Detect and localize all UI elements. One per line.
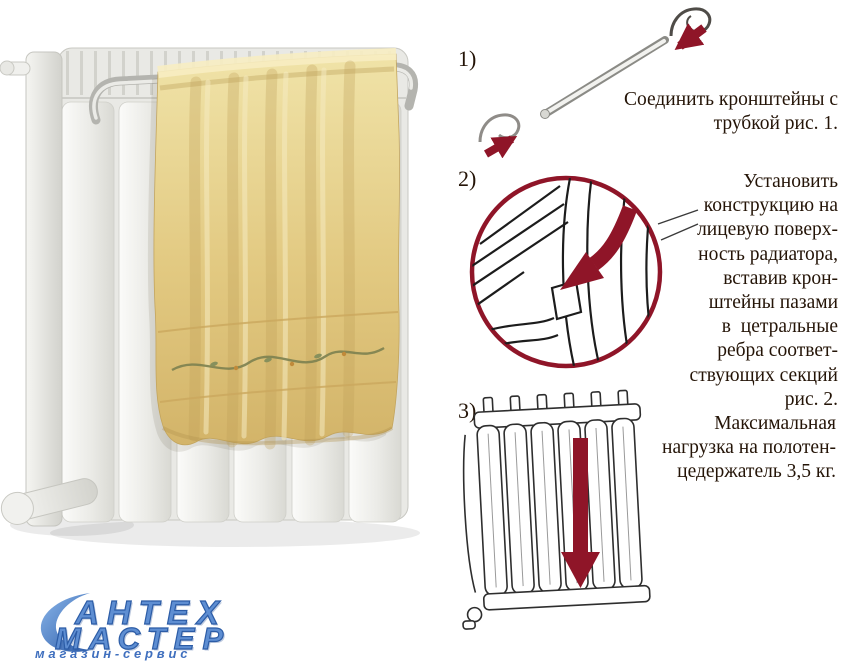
bottom-pipe: [0, 478, 98, 525]
towel-cloth: [153, 53, 400, 446]
step-1-text: Соединить кронштейны с трубкой рис. 1.: [624, 88, 838, 136]
instruction-line: в цетральные: [721, 316, 838, 338]
instruction-line: штейны пазами: [708, 292, 838, 314]
valve: [466, 606, 483, 623]
bracket-bottom-icon: [478, 113, 521, 143]
towel-hem-shade: [162, 426, 394, 446]
towel-folds: [188, 60, 356, 450]
figure-3-radiator-load-direction: [462, 389, 651, 630]
step-2-text: Установить конструкцию на лицевую поверх…: [690, 170, 838, 412]
instruction-line: вставив крон-: [723, 267, 838, 289]
logo-tagline: магазин-сервис: [35, 646, 192, 661]
instruction-line: конструкцию на: [703, 195, 838, 217]
figure-1-tube-with-brackets: [478, 7, 712, 159]
instruction-line: Максимальная: [714, 413, 836, 434]
radiator-with-towel-photo: [0, 47, 420, 547]
insert-arrow-icon: [589, 205, 638, 271]
tube: [540, 36, 669, 119]
towel-fold-highlights: [203, 67, 327, 441]
step-1-number: 1): [458, 46, 477, 71]
step-3-number: 3): [458, 398, 477, 423]
logo-s-swoosh-icon: [40, 593, 91, 652]
instruction-line: ствующих секций: [689, 364, 838, 386]
instruction-line: ребра соответ-: [717, 340, 838, 362]
vine-pattern: [171, 346, 385, 372]
step-3-text: Максимальная нагрузка на полотен- цедерж…: [662, 412, 836, 485]
arrow-top-icon: [674, 23, 707, 51]
santeh-master-logo: АНТЕХ МАСТЕР магазин-сервис: [22, 588, 272, 661]
floor-shadow: [50, 519, 420, 547]
instruction-line: ность радиатора,: [698, 243, 838, 265]
instruction-line: нагрузка на полотен-: [662, 437, 836, 459]
instruction-line: лицевую поверх-: [697, 219, 838, 241]
radiator-section: [61, 101, 115, 523]
radiator-line-drawing: [462, 389, 651, 630]
radiator-end-cap: [25, 51, 63, 527]
closeup-circle: [469, 175, 663, 369]
callout-lines: [657, 209, 699, 241]
insert-arrow-head: [560, 252, 604, 290]
logo-word-top: АНТЕХ: [74, 593, 227, 631]
bleed-valve: [0, 60, 31, 76]
step-2-number: 2): [458, 166, 477, 191]
load-arrow-shaft: [573, 438, 588, 556]
instruction-line: цедержатель 3,5 кг.: [677, 461, 836, 483]
logo-word-bottom: МАСТЕР: [54, 620, 232, 656]
towel-embroidery-band: [157, 311, 399, 403]
instruction-line: Соединить кронштейны с: [623, 89, 838, 110]
instruction-line: Установить: [743, 171, 838, 192]
instruction-line: трубкой рис. 1.: [713, 113, 838, 135]
load-arrow-head: [561, 552, 600, 588]
instruction-line: рис. 2.: [784, 388, 838, 410]
figure-2-bracket-insertion-closeup: [469, 175, 699, 369]
towel: [147, 48, 400, 452]
arrow-bottom-icon: [484, 135, 518, 159]
